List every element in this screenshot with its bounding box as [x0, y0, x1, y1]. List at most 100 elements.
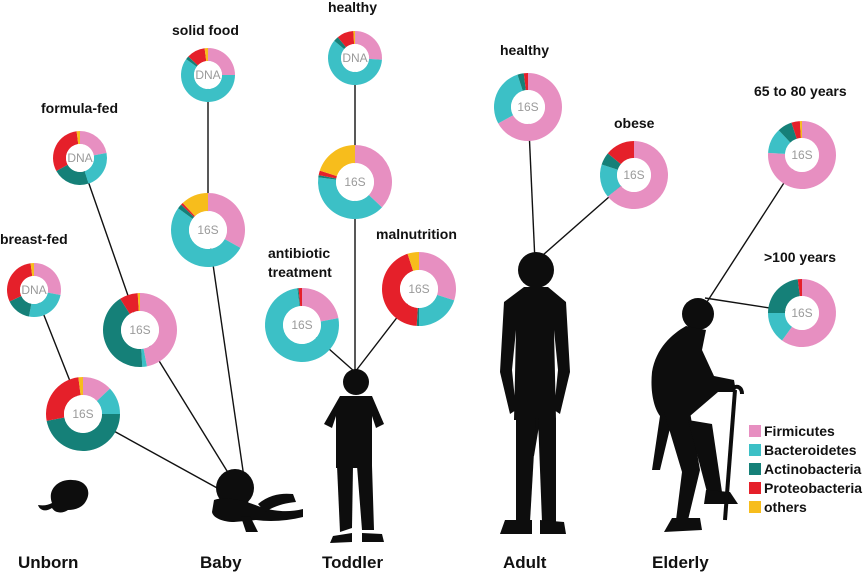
donut-solidfood-dna: DNA [181, 48, 235, 102]
donut-center-label: 16S [197, 223, 218, 237]
slice-firmicutes [208, 193, 246, 248]
donut-center-label: 16S [791, 306, 812, 320]
donut-solidfood-16s: 16S [170, 193, 246, 268]
slice-actinobacteria [318, 175, 337, 180]
slice-others [76, 131, 80, 145]
legend-label-proteobacteria: Proteobacteria [764, 480, 862, 496]
donut-elderly-65-80-16s: 16S [768, 121, 836, 189]
stage-toddler: Toddler [322, 553, 383, 572]
slice-actinobacteria [778, 122, 797, 143]
slice-bacteroidetes [494, 74, 523, 124]
toddler-silhouette [324, 369, 384, 543]
slice-others [182, 193, 208, 217]
slice-firmicutes [607, 141, 669, 210]
slice-actinobacteria [517, 73, 526, 91]
donut-breastfed-dna: DNA [6, 263, 61, 318]
donut-hole [336, 163, 374, 201]
slice-firmicutes [34, 263, 61, 296]
slice-firmicutes [355, 31, 382, 60]
label-antibiotic-line2: treatment [268, 264, 332, 280]
legend-swatch-actinobacteria [749, 463, 761, 475]
label-malnutrition: malnutrition [376, 226, 457, 242]
slice-others [799, 121, 802, 139]
slice-proteobacteria [120, 293, 139, 314]
donut-hole [341, 44, 369, 72]
slice-actinobacteria [334, 37, 347, 50]
slice-proteobacteria [6, 263, 33, 302]
slice-actinobacteria [102, 298, 143, 367]
label-toddler-healthy: healthy [328, 0, 377, 15]
slice-actinobacteria [297, 288, 301, 307]
slice-firmicutes [498, 73, 562, 141]
donut-center-label: DNA [342, 51, 367, 65]
donut-toddler-healthy-dna: DNA [327, 31, 382, 86]
donut-center-label: DNA [21, 283, 46, 297]
donut-hole [617, 158, 651, 192]
slice-firmicutes [355, 145, 392, 208]
donut-center-label: 16S [291, 318, 312, 332]
legend-swatch-proteobacteria [749, 482, 761, 494]
label-obese: obese [614, 115, 655, 131]
slice-bacteroidetes [599, 164, 621, 197]
slice-proteobacteria [607, 141, 634, 165]
stage-unborn: Unborn [18, 553, 78, 572]
donut-hole [64, 395, 102, 433]
donut-formulafed-dna: DNA [52, 131, 107, 185]
slice-actinobacteria [56, 164, 89, 185]
slice-bacteroidetes [96, 388, 120, 414]
donut-hole [121, 311, 159, 349]
donut-hole [194, 61, 222, 89]
slice-others [78, 377, 83, 396]
donut-hole [66, 144, 94, 172]
slice-bacteroidetes [768, 130, 791, 154]
slice-firmicutes [208, 48, 235, 75]
donut-obese-16s: 16S [599, 141, 669, 210]
slice-bacteroidetes [265, 288, 339, 362]
donut-hole [20, 276, 48, 304]
legend-label-firmicutes: Firmicutes [764, 423, 835, 439]
slice-others [30, 263, 34, 277]
slice-proteobacteria [188, 48, 207, 66]
stage-adult: Adult [503, 553, 547, 572]
slice-others [353, 31, 355, 45]
donut-malnutrition-16s: 16S [382, 252, 456, 326]
adult-silhouette [500, 252, 570, 534]
slice-proteobacteria [52, 131, 79, 172]
donut-charts: DNA16SDNA16SDNA16SDNA16S16S16S16S16S16S1… [6, 31, 836, 451]
label-breast-fed: breast-fed [0, 231, 68, 247]
donut-breastfed-16s: 16S [46, 377, 120, 451]
slice-actinobacteria [46, 414, 120, 451]
slice-bacteroidetes [419, 294, 455, 326]
stage-elderly: Elderly [652, 553, 709, 572]
slice-bacteroidetes [327, 40, 382, 86]
slice-proteobacteria [797, 279, 802, 297]
slice-bacteroidetes [181, 59, 235, 102]
slice-proteobacteria [181, 203, 195, 217]
baby-silhouette [212, 469, 303, 532]
label-65-80-years: 65 to 80 years [754, 83, 847, 99]
slice-actinobacteria [416, 307, 419, 326]
donut-hole [785, 138, 819, 172]
donut-center-label: 16S [129, 323, 150, 337]
slice-firmicutes [782, 279, 836, 347]
legend: FirmicutesBacteroidetesActinobacteriaPro… [749, 423, 862, 515]
slice-proteobacteria [337, 31, 355, 48]
label-solid-food: solid food [172, 22, 239, 38]
slice-bacteroidetes [28, 292, 61, 318]
legend-swatch-bacteroidetes [749, 444, 761, 456]
legend-swatch-firmicutes [749, 425, 761, 437]
slice-firmicutes [419, 252, 456, 301]
slice-others [407, 252, 419, 271]
slice-bacteroidetes [84, 152, 107, 184]
label-adult-healthy: healthy [500, 42, 549, 58]
slice-proteobacteria [382, 253, 418, 326]
stage-baby: Baby [200, 553, 242, 572]
slice-firmicutes [83, 377, 110, 401]
slice-proteobacteria [46, 377, 81, 421]
donut-hole [400, 270, 438, 308]
donut-antibiotic-16s: 16S [265, 288, 339, 362]
elderly-silhouette [651, 298, 744, 532]
donut-center-label: 16S [344, 175, 365, 189]
slice-bacteroidetes [141, 348, 147, 367]
slice-bacteroidetes [170, 208, 241, 268]
